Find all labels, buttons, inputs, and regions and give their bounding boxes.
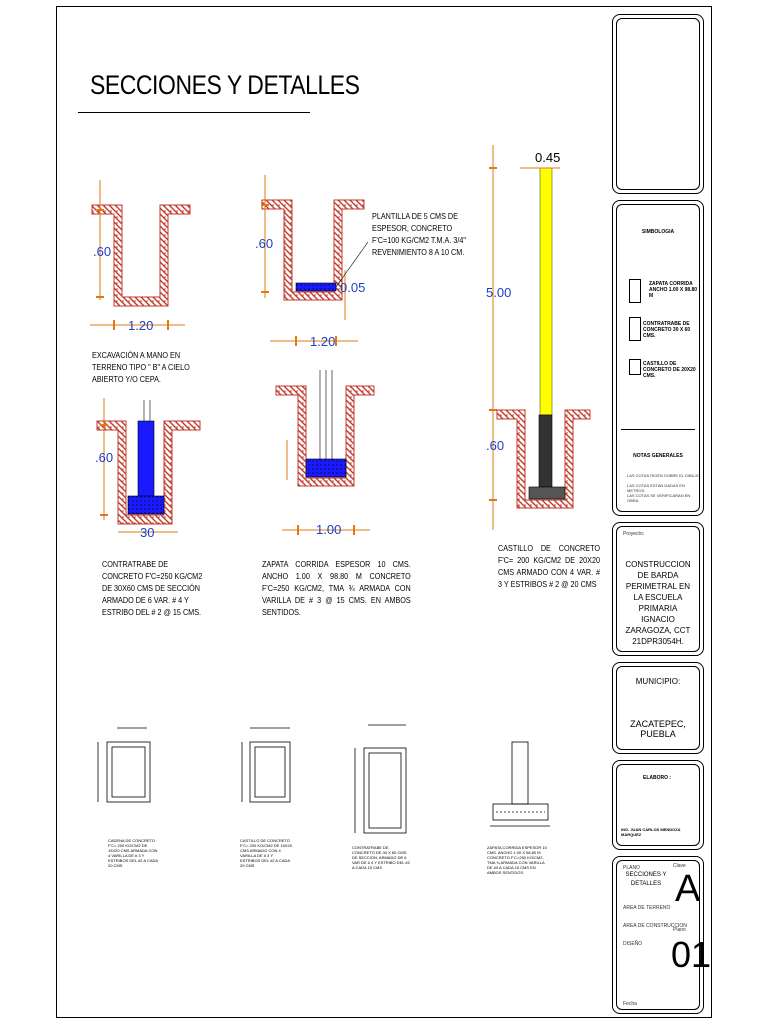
note-plantilla: PLANTILLA DE 5 CMS DE ESPESOR, CONCRETO … bbox=[372, 211, 466, 257]
plantilla-section bbox=[261, 175, 369, 346]
nota-2: LAS COTAS ESTAN DADAS EN METROS. bbox=[627, 483, 685, 493]
elaboro-box: ELABORO : ING. JUAN CARLOS MENDOZA MARQU… bbox=[612, 760, 704, 850]
project-name: CONSTRUCCION DE BARDA PERIMETRAL EN LA E… bbox=[625, 560, 691, 646]
fecha-label: Fecha bbox=[623, 1001, 637, 1007]
elaboro-label: ELABORO : bbox=[643, 775, 672, 781]
dim-depth-5: .60 bbox=[486, 438, 505, 453]
divider bbox=[621, 429, 695, 430]
contratrabe-section bbox=[96, 398, 201, 533]
area-terreno-label: AREA DE TERRENO bbox=[623, 905, 671, 911]
dim-width-2: 1.20 bbox=[310, 334, 336, 349]
nota-1: LAS COTAS RIGEN SOBRE EL DIBUJO. bbox=[627, 473, 701, 478]
detail-cadena bbox=[97, 727, 151, 803]
area-construccion-label: AREA DE CONSTRUCCION bbox=[623, 923, 687, 929]
diseno-label: DISEÑO bbox=[623, 941, 643, 947]
note-small-zapata: ZAPATA CORRIDA ESPESOR 10 CMS. ANCHO 1.0… bbox=[487, 845, 547, 875]
castillo-section bbox=[489, 145, 591, 530]
note-castillo: CASTILLO DE CONCRETO F'C= 200 KG/CM2 DE … bbox=[498, 543, 600, 589]
contratrabe-symbol-icon bbox=[629, 317, 641, 341]
zapata-section bbox=[275, 370, 375, 535]
elaboro-name: ING. JUAN CARLOS MENDOZA MARQUEZ bbox=[621, 827, 681, 837]
dim-width-1: 1.20 bbox=[128, 318, 154, 333]
note-small-castillo: CASTILLO DE CONCRETO F'C= 200 KG/CM2 DE … bbox=[240, 838, 293, 868]
plano-box: PLANO SECCIONES Y DETALLES Clave A AREA … bbox=[612, 856, 711, 1014]
dim-castillo-top: 0.45 bbox=[535, 150, 561, 165]
simbologia-title: SIMBOLOGIA bbox=[641, 229, 675, 235]
dim-depth-1: .60 bbox=[93, 244, 112, 259]
detail-zapata-small bbox=[490, 741, 550, 827]
excavation-section bbox=[90, 180, 191, 330]
simbologia-box: SIMBOLOGIA ZAPATA CORRIDA ANCHO 1.00 X 9… bbox=[612, 200, 704, 516]
symbol-castillo-label: CASTILLO DE CONCRETO DE 20X20 CMS. bbox=[643, 361, 696, 379]
dim-depth-2: .60 bbox=[255, 236, 274, 251]
symbol-contratrabe-label: CONTRATRABE DE CONCRETO 30 X 60 CMS. bbox=[643, 321, 691, 339]
zapata-symbol-icon bbox=[629, 279, 641, 303]
castillo-symbol-icon bbox=[629, 359, 641, 375]
municipio-label: MUNICIPIO: bbox=[635, 677, 681, 686]
note-zapata: ZAPATA CORRIDA ESPESOR 10 CMS. ANCHO 1.0… bbox=[262, 559, 411, 617]
symbol-zapata-label: ZAPATA CORRIDA ANCHO 1.00 X 98.80 M bbox=[649, 281, 698, 299]
dim-width-4: 1.00 bbox=[316, 522, 342, 537]
municipio-value: ZACATEPEC, PUEBLA bbox=[630, 719, 686, 739]
municipio-box: MUNICIPIO: ZACATEPEC, PUEBLA bbox=[612, 662, 704, 754]
project-label: Proyecto: bbox=[623, 531, 645, 537]
drawing-sheet bbox=[56, 6, 712, 1018]
page-title: SECCIONES Y DETALLES bbox=[90, 70, 360, 100]
title-block-top-box bbox=[612, 14, 704, 194]
nota-3: LAS COTAS SE VERIFICARAN EN OBRA. bbox=[627, 493, 691, 503]
plano-number-label: Plano bbox=[673, 927, 686, 933]
note-excavacion: EXCAVACIÓN A MANO EN TERRENO TIPO " B" A… bbox=[92, 350, 190, 384]
note-small-cadena: CADENA DE CONCRETO F'C= 200 KG/CM2 DE 15… bbox=[108, 838, 158, 868]
dim-depth-3: .60 bbox=[95, 450, 114, 465]
plano-number: 01 bbox=[671, 934, 712, 975]
detail-castillo-small bbox=[241, 727, 291, 803]
project-box: Proyecto: CONSTRUCCION DE BARDA PERIMETR… bbox=[612, 522, 704, 656]
clave-value: A bbox=[675, 868, 701, 910]
plano-label: PLANO bbox=[623, 865, 640, 871]
note-small-contratrabe: CONTRATRABE DE CONCRETO DE 30 X 60 CMS D… bbox=[352, 845, 410, 870]
note-contratrabe: CONTRATRABE DE CONCRETO F'C=250 KG/CM2 D… bbox=[102, 559, 203, 617]
detail-contratrabe-small bbox=[354, 724, 407, 834]
dim-width-3: 30 bbox=[140, 525, 155, 540]
dim-castillo-height: 5.00 bbox=[486, 285, 512, 300]
plano-name: SECCIONES Y DETALLES bbox=[625, 872, 667, 887]
clave-label: Clave bbox=[673, 863, 686, 869]
title-underline bbox=[78, 112, 310, 113]
notas-generales-title: NOTAS GENERALES bbox=[633, 453, 683, 459]
dim-plantilla-thickness: 0.05 bbox=[340, 280, 366, 295]
